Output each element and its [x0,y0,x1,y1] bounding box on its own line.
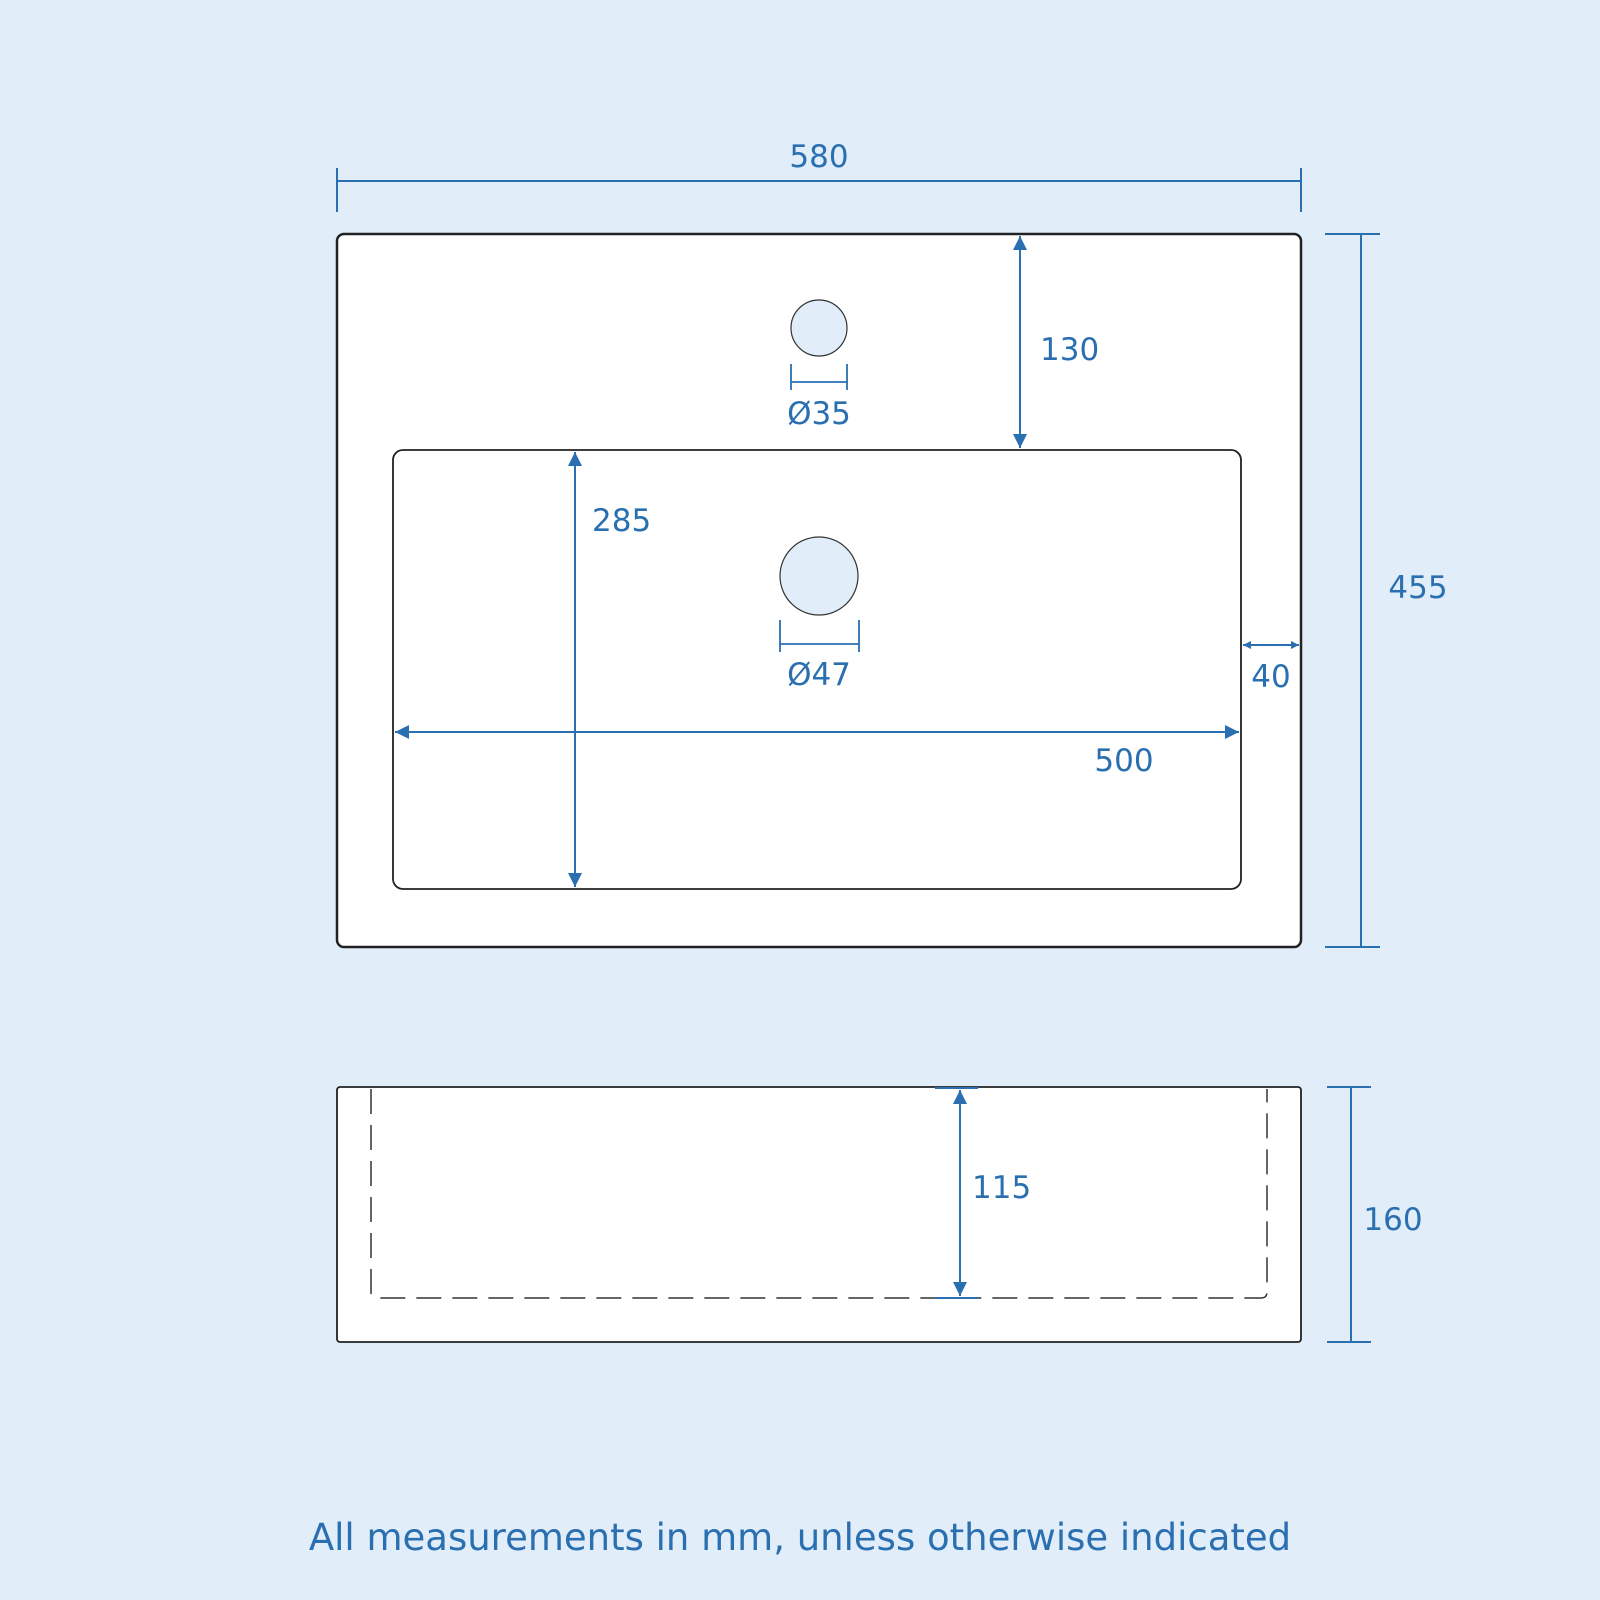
tap-hole [790,299,848,357]
tap-hole-diameter-label: Ø35 [787,396,851,432]
setback-label: 130 [1040,332,1099,368]
side-rim-label: 40 [1251,659,1290,695]
overall-width-label: 580 [789,139,848,175]
overall-height-dimension [1327,1086,1371,1343]
overall-depth-dimension [1325,233,1380,948]
overall-height-label: 160 [1363,1202,1422,1238]
side-view-outline [336,1086,1302,1343]
top-view: Ø35 Ø47 580 455 130 285 500 [335,139,1448,949]
bowl-outline [392,449,1242,890]
bowl-width-label: 500 [1094,743,1153,779]
footer-note: All measurements in mm, unless otherwise… [309,1516,1291,1559]
hidden-bowl-outline [370,1089,1268,1299]
waste-hole-diameter-label: Ø47 [787,657,851,693]
side-view: 115 160 [336,1086,1423,1343]
bowl-depth-label: 285 [592,503,651,539]
overall-width-dimension [336,168,1302,212]
bowl-height-dimension [935,1087,978,1299]
bowl-height-label: 115 [972,1170,1031,1206]
waste-hole [779,536,859,616]
waste-hole-dimension [779,620,860,652]
tap-hole-dimension [790,364,848,390]
overall-depth-label: 455 [1388,570,1447,606]
